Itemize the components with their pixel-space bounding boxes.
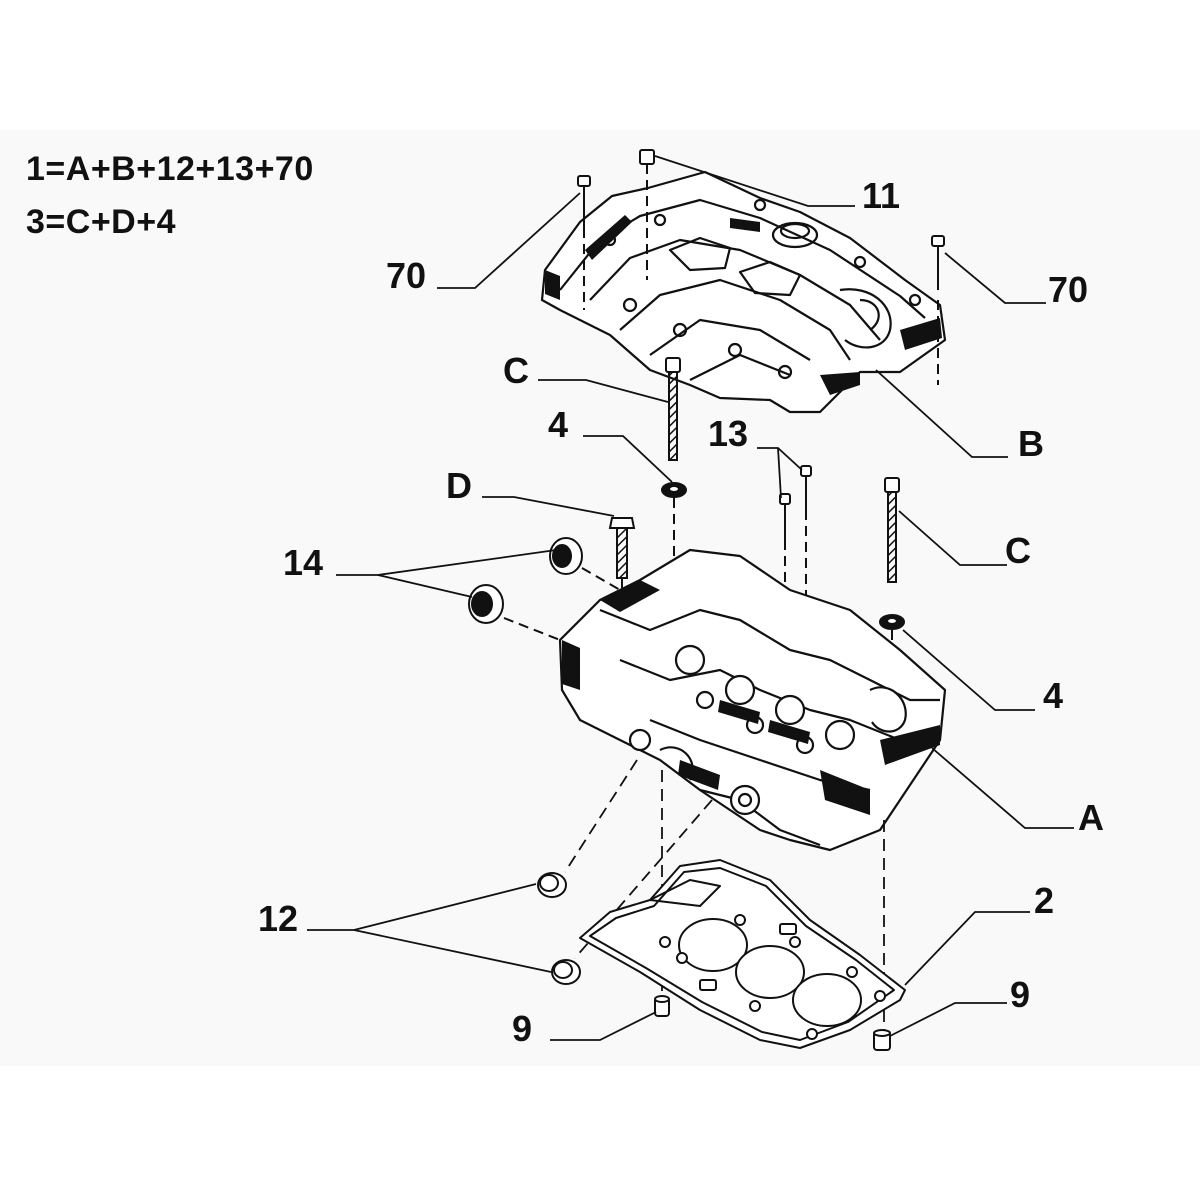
- callout-4-lower: 4: [1043, 675, 1063, 716]
- washer-4-upper: [661, 482, 687, 570]
- bolt-11: [639, 149, 655, 280]
- callout-9-right: 9: [1010, 974, 1030, 1015]
- plug-12-lower: [551, 959, 581, 985]
- camshaft-carrier-shading: [545, 215, 942, 395]
- plug-14-lower: [468, 584, 561, 641]
- head-bolt-C-upper: [665, 357, 681, 461]
- callout-D: D: [446, 465, 472, 506]
- assembly-formula-2: 3=C+D+4: [26, 203, 176, 241]
- dowel-9-right: [873, 1029, 891, 1051]
- plug-14-upper: [549, 537, 621, 591]
- callout-14: 14: [283, 542, 323, 583]
- cylinder-head-A: [558, 548, 947, 852]
- head-gasket-2: [579, 859, 906, 1049]
- callout-C-upper: C: [503, 350, 529, 391]
- plug-12-upper: [537, 872, 567, 898]
- callout-4-upper: 4: [548, 404, 568, 445]
- bolt-70-left: [577, 175, 591, 310]
- bolt-70-right: [931, 235, 945, 385]
- cylinder-head-shading: [562, 580, 940, 815]
- callout-A: A: [1078, 797, 1104, 838]
- callout-11: 11: [862, 175, 900, 216]
- callout-70-left: 70: [386, 255, 426, 296]
- callout-B: B: [1018, 423, 1044, 464]
- callout-9-left: 9: [512, 1008, 532, 1049]
- callout-12: 12: [258, 898, 298, 939]
- leader-lines: [307, 155, 1074, 1041]
- head-bolt-C-lower: [884, 477, 900, 583]
- dowel-9-left: [654, 995, 670, 1017]
- callout-70-right: 70: [1048, 269, 1088, 310]
- callout-2: 2: [1034, 880, 1054, 921]
- camshaft-carrier-B: [540, 170, 947, 414]
- assembly-formula-1: 1=A+B+12+13+70: [26, 150, 314, 188]
- callout-C-lower: C: [1005, 530, 1031, 571]
- callout-13: 13: [708, 413, 748, 454]
